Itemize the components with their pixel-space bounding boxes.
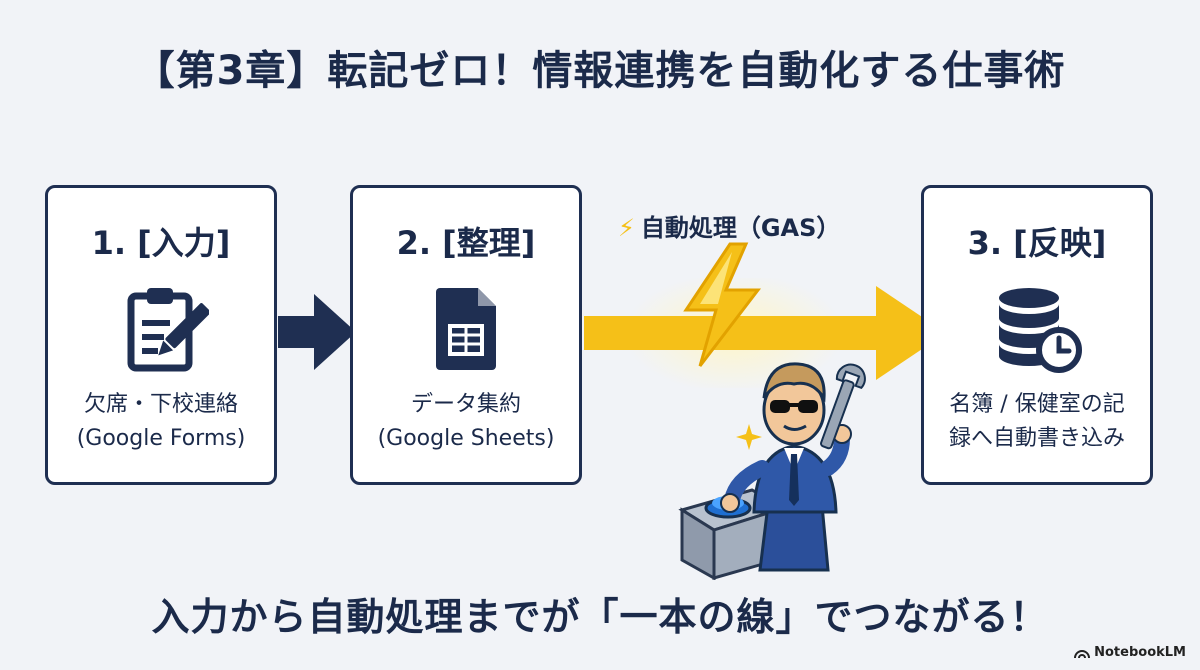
navy-arrow-icon bbox=[278, 294, 356, 370]
lightning-bolt-icon bbox=[683, 242, 762, 367]
step-reflect-box: 3. [反映] 名簿 / 保健室の記 録へ自動書き込み bbox=[921, 185, 1153, 485]
notebooklm-watermark: NotebookLM bbox=[1074, 645, 1186, 660]
spreadsheet-icon bbox=[436, 288, 496, 370]
bottom-message: 入力から自動処理までが「一本の線」でつながる！ bbox=[151, 595, 1049, 639]
database-clock-icon bbox=[999, 288, 1082, 373]
step-input-box: 1. [入力] 欠席・下校連絡 (Google Forms) bbox=[45, 185, 277, 485]
step-label: 3. [反映] bbox=[967, 224, 1107, 262]
step-description: 欠席・下校連絡 (Google Forms) bbox=[76, 392, 246, 451]
clipboard-pencil-icon bbox=[127, 288, 209, 372]
step-organize-box: 2. [整理] データ集約 (Google Sheets) bbox=[350, 185, 582, 485]
notebooklm-logo-icon bbox=[1074, 649, 1091, 658]
step-label: 2. [整理] bbox=[396, 224, 536, 262]
sparkle-icon bbox=[736, 424, 762, 450]
lightning-icon: ⚡ bbox=[618, 214, 635, 242]
step-description: 名簿 / 保健室の記 録へ自動書き込み bbox=[948, 392, 1125, 451]
engineer-character-illustration bbox=[678, 362, 866, 580]
step-label: 1. [入力] bbox=[91, 224, 231, 262]
step-description: データ集約 (Google Sheets) bbox=[377, 392, 555, 451]
page-title: 【第3章】転記ゼロ！情報連携を自動化する仕事術 bbox=[134, 48, 1066, 94]
automation-label: ⚡自動処理（GAS） bbox=[618, 214, 841, 242]
yellow-arrow-icon bbox=[584, 278, 946, 388]
